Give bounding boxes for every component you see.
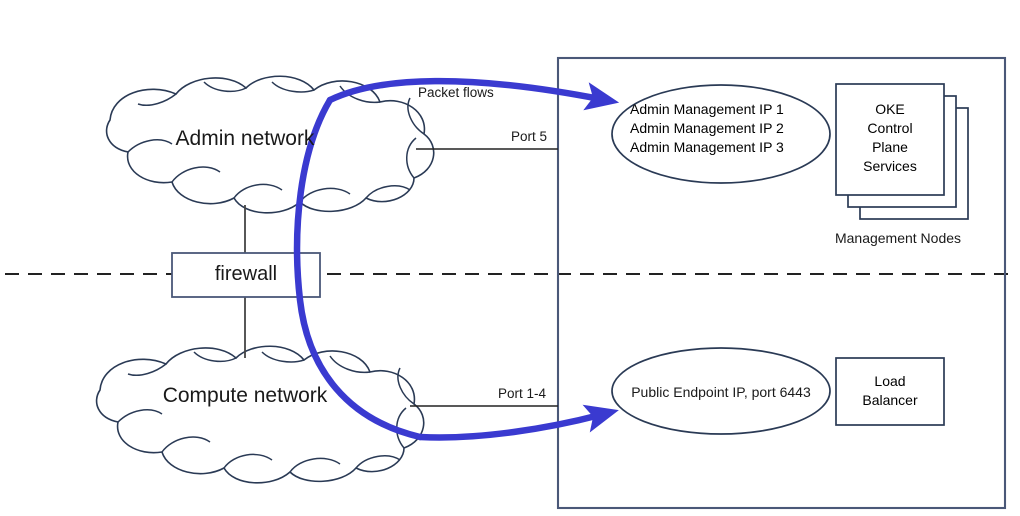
control-plane-line-3: Plane [872, 138, 908, 155]
compute-cloud-inner-strokes [117, 351, 415, 473]
firewall-label: firewall [214, 263, 278, 285]
admin-management-ip-list: Admin Management IP 1 Admin Management I… [630, 101, 820, 155]
port-1-4-label: Port 1-4 [498, 386, 547, 401]
control-plane-line-1: OKE [875, 101, 905, 117]
packet-flow-arrow-admin [326, 77, 620, 111]
compute-network-cloud-shape [95, 345, 425, 484]
public-endpoint-ellipse [611, 347, 831, 435]
load-balancer-box [835, 357, 945, 426]
management-nodes-caption: Management Nodes [834, 230, 962, 246]
oke-control-plane-services-label: OKE Control Plane Services [836, 100, 944, 176]
control-plane-line-2: Control [867, 119, 913, 136]
admin-management-ip-1: Admin Management IP 1 [630, 101, 784, 117]
packet-flow-arrow-compute [416, 404, 619, 441]
packet-flows-label: Packet flows [418, 85, 494, 100]
control-plane-line-4: Services [863, 157, 917, 174]
admin-network-label: Admin network [175, 127, 315, 150]
load-balancer-label: Load Balancer [836, 372, 944, 410]
management-node-box-front [835, 83, 945, 196]
compute-network-label: Compute network [162, 384, 328, 407]
system-boundary-rectangle [556, 56, 1007, 510]
admin-management-ip-ellipse [611, 84, 831, 184]
admin-cloud-inner-strokes [127, 81, 425, 203]
admin-network-cloud-shape [105, 75, 435, 214]
admin-management-ip-2: Admin Management IP 2 [630, 120, 784, 136]
load-balancer-line-1: Load [874, 373, 906, 389]
port-5-label: Port 5 [511, 129, 548, 144]
packet-flow-curve [293, 96, 424, 441]
public-endpoint-label: Public Endpoint IP, port 6443 [631, 384, 811, 400]
admin-management-ip-3: Admin Management IP 3 [630, 139, 784, 155]
load-balancer-line-2: Balancer [862, 391, 918, 408]
